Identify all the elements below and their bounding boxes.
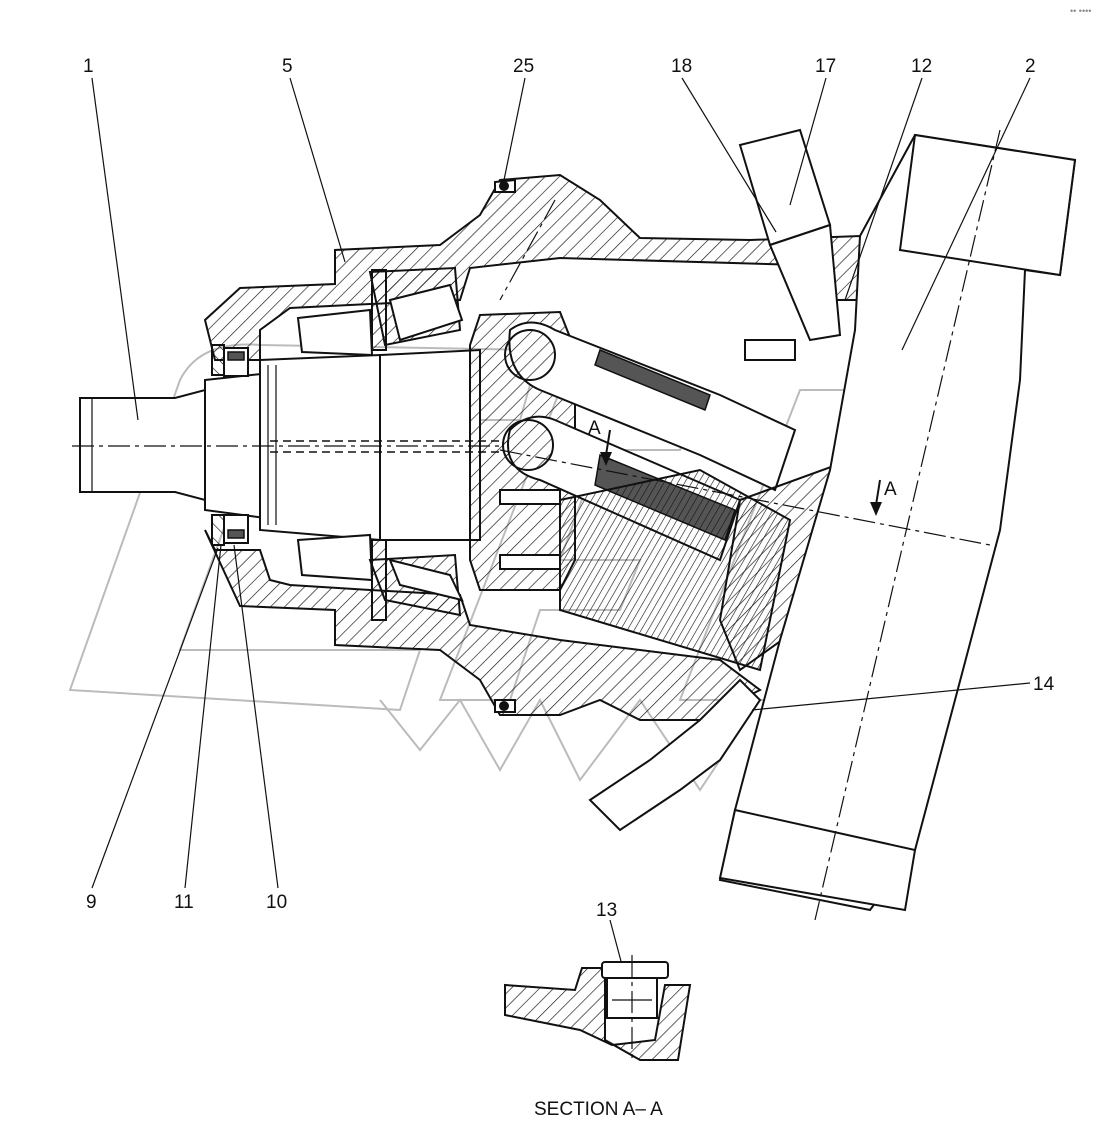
callout-13: 13 — [596, 900, 617, 921]
shaft-seals — [211, 344, 249, 546]
section-a-a-detail — [504, 955, 692, 1062]
section-mark-left: A — [588, 418, 601, 439]
callout-labels: 1 5 25 18 17 12 2 14 9 11 10 13 — [83, 56, 1055, 921]
end-cover — [718, 133, 1077, 912]
section-caption: SECTION A– A — [534, 1099, 663, 1120]
callout-25: 25 — [513, 56, 534, 77]
callout-1: 1 — [83, 56, 94, 77]
center-lines — [72, 129, 1001, 921]
watermark-text: •• •••• — [1070, 6, 1091, 16]
o-ring-bottom — [499, 701, 509, 711]
section-arrows: A A — [588, 418, 897, 516]
bearing-assembly — [259, 266, 481, 621]
callout-11: 11 — [174, 892, 194, 913]
callout-9: 9 — [86, 892, 97, 913]
section-mark-right: A — [884, 479, 897, 500]
callout-5: 5 — [282, 56, 293, 77]
leader-lines — [91, 77, 1031, 966]
callout-10: 10 — [266, 892, 287, 913]
callout-12: 12 — [911, 56, 932, 77]
o-ring-top — [499, 181, 509, 191]
callout-17: 17 — [815, 56, 836, 77]
bolts — [588, 128, 842, 832]
callout-14: 14 — [1033, 674, 1055, 695]
callout-2: 2 — [1025, 56, 1036, 77]
callout-18: 18 — [671, 56, 692, 77]
